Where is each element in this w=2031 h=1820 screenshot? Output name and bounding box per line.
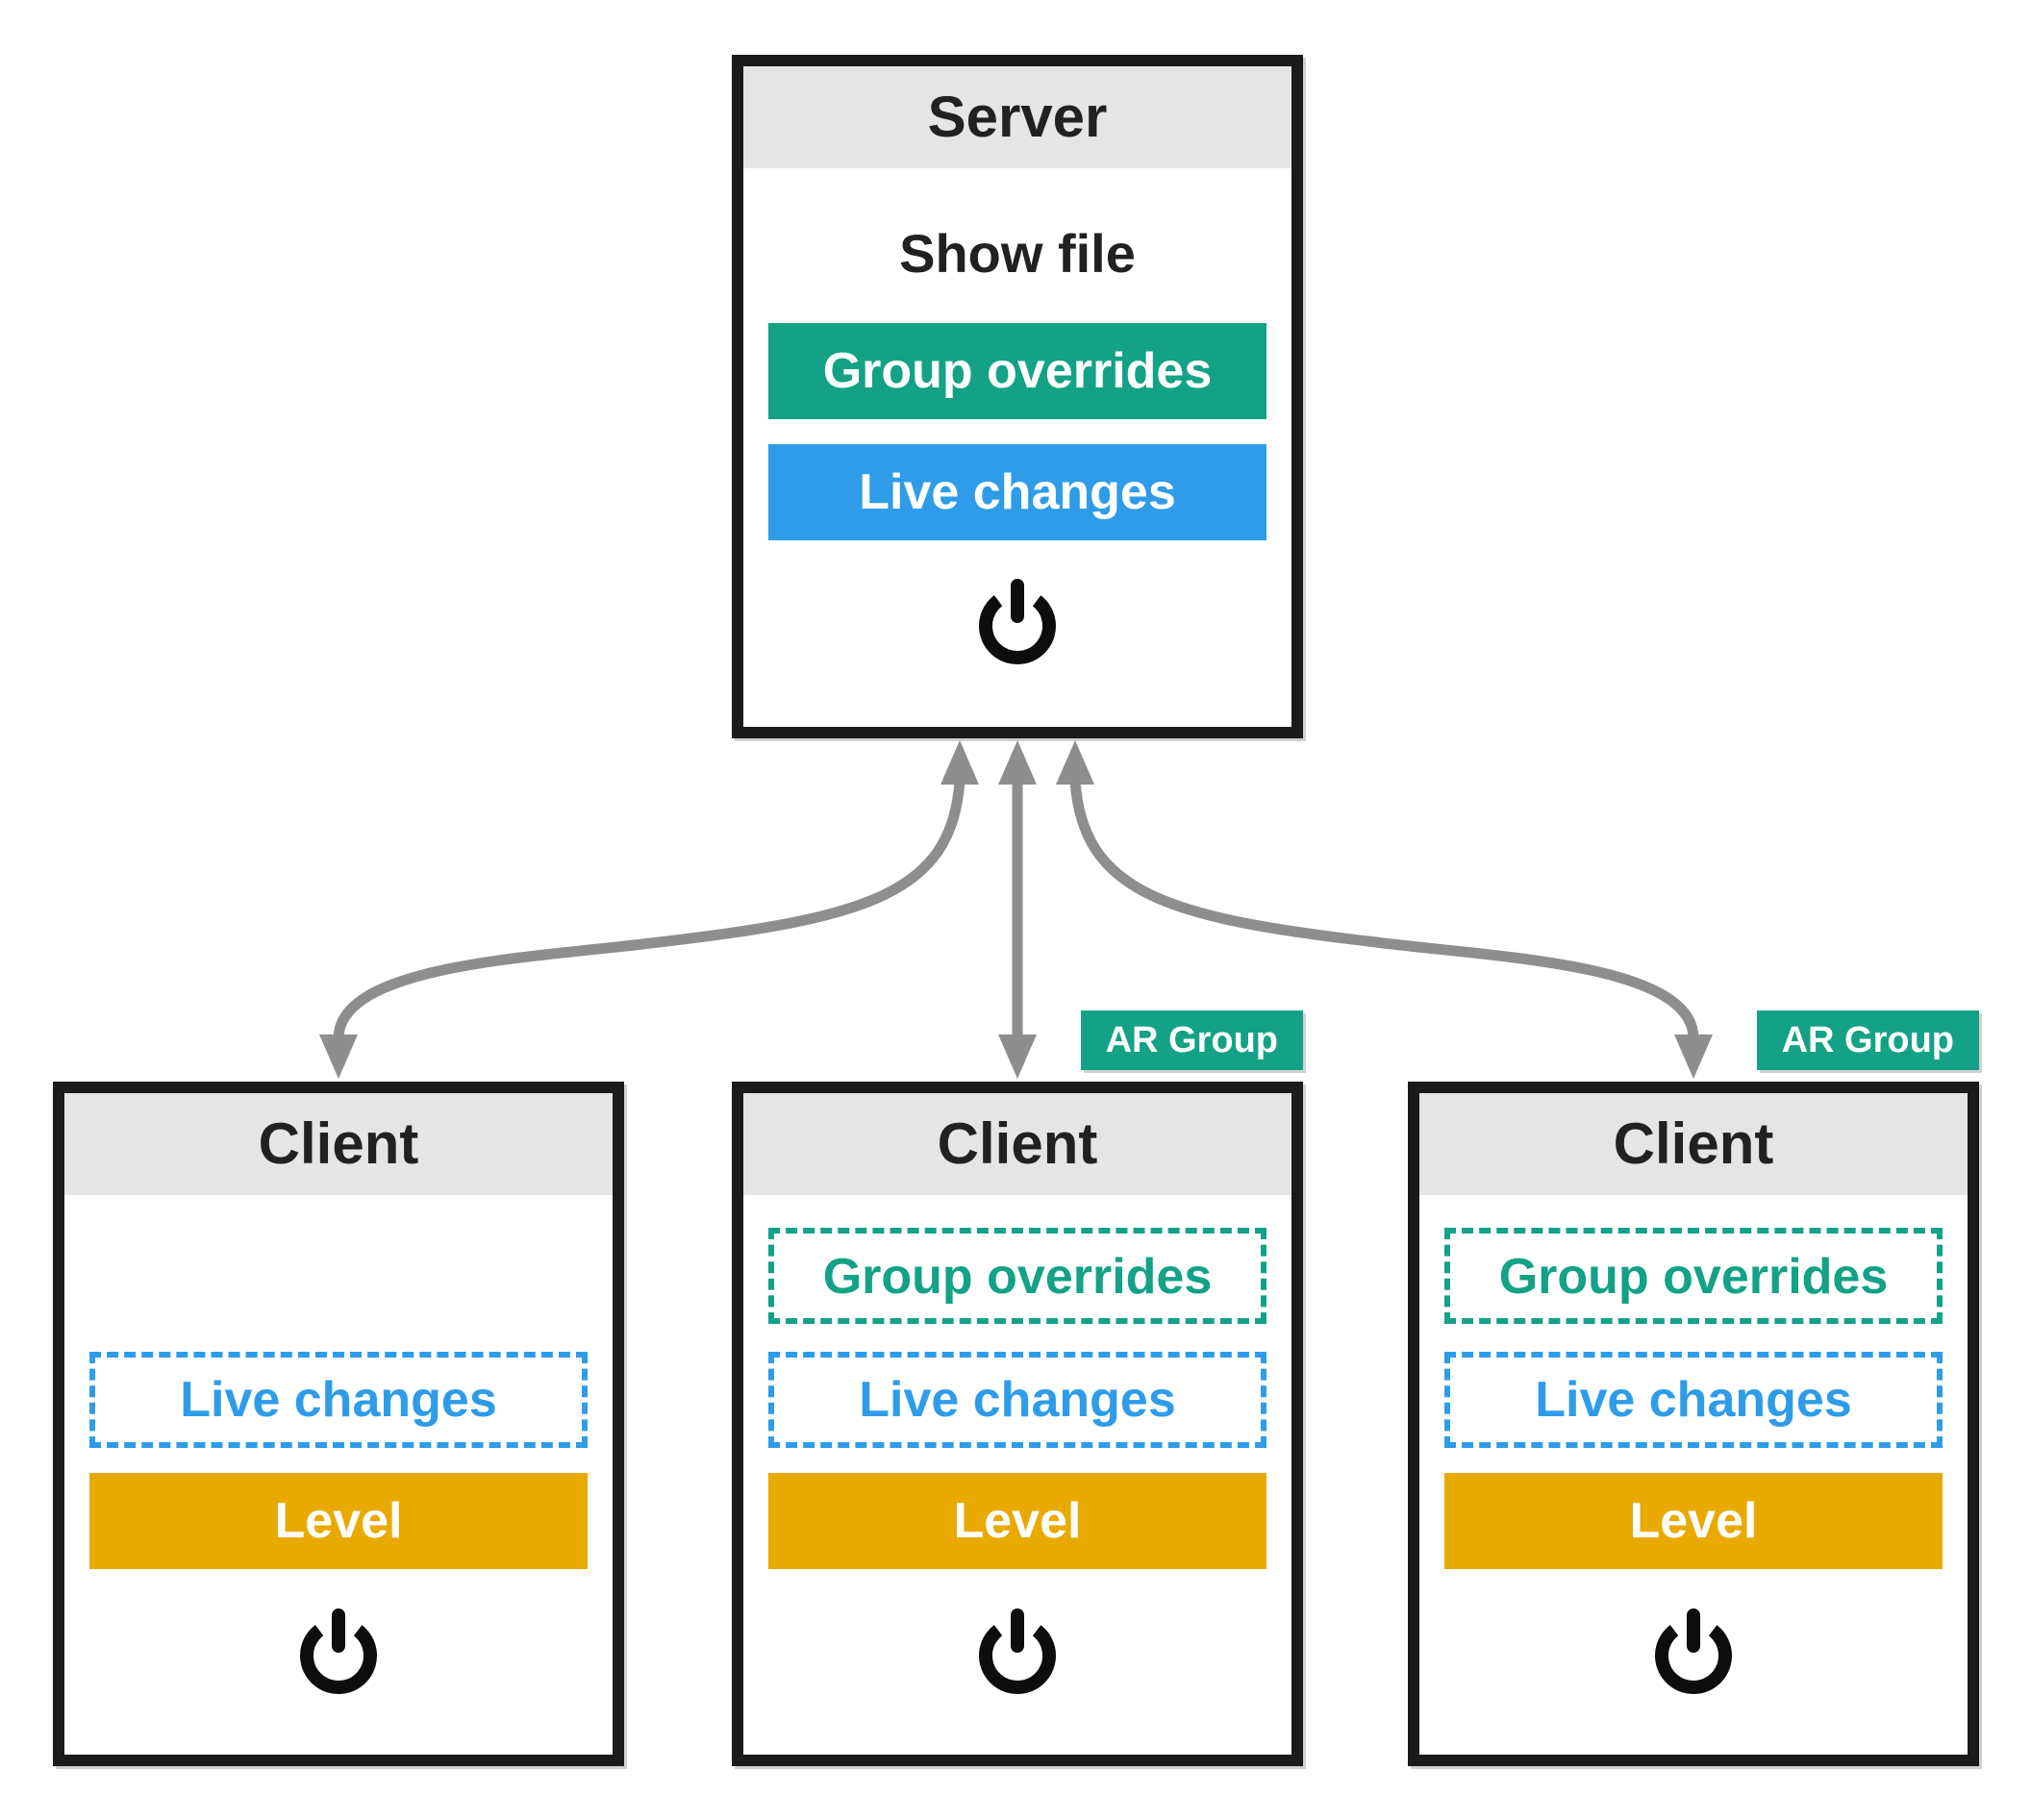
client-live-changes-slot: Live changes (1444, 1352, 1943, 1448)
client-live-changes-slot: Live changes (768, 1352, 1266, 1448)
client-box-left: Client Live changes Level (53, 1082, 624, 1766)
server-live-changes-bar: Live changes (768, 444, 1266, 540)
power-icon (979, 579, 1056, 664)
arrow-server-right-client (1056, 740, 1713, 1079)
client-box-right: AR Group Client Group overrides Live cha… (1408, 1010, 1979, 1766)
arrow-server-middle-client (998, 740, 1037, 1079)
ar-group-badge: AR Group (1080, 1010, 1303, 1070)
client-title: Client (1419, 1093, 1968, 1195)
client-group-overrides-slot: Group overrides (768, 1228, 1266, 1324)
ar-group-badge: AR Group (1756, 1010, 1979, 1070)
arrow-server-left-client (319, 740, 979, 1079)
client-live-changes-slot: Live changes (89, 1352, 588, 1448)
server-group-overrides-bar: Group overrides (768, 323, 1266, 419)
client-group-overrides-slot: Group overrides (1444, 1228, 1943, 1324)
power-icon (300, 1608, 377, 1694)
power-icon (1655, 1608, 1732, 1694)
server-title: Server (743, 66, 1291, 168)
client-title: Client (64, 1093, 613, 1195)
client-title: Client (743, 1093, 1291, 1195)
client-level-bar: Level (89, 1473, 588, 1569)
server-box: Server Show file Group overrides Live ch… (732, 55, 1303, 738)
client-level-bar: Level (768, 1473, 1266, 1569)
client-box-middle: AR Group Client Group overrides Live cha… (732, 1010, 1303, 1766)
power-icon (979, 1608, 1056, 1694)
client-level-bar: Level (1444, 1473, 1943, 1569)
show-file-label: Show file (899, 223, 1136, 284)
